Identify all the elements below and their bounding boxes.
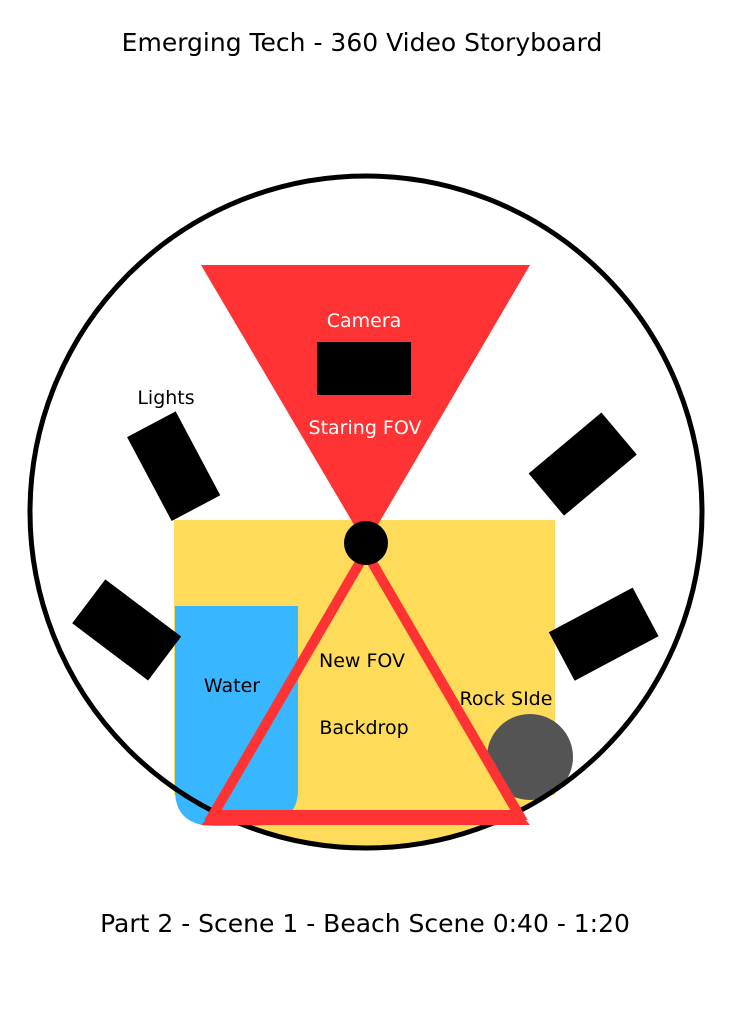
light-icon [72, 579, 182, 681]
camera-icon [317, 342, 411, 395]
light-icon [127, 411, 221, 522]
rock-side-label: Rock SIde [460, 688, 553, 710]
lights-label: Lights [137, 387, 194, 409]
water-label: Water [204, 675, 260, 697]
rock-side [487, 714, 573, 800]
new-fov-label: New FOV [319, 650, 405, 672]
camera-position-dot [344, 521, 388, 565]
light-icon [528, 412, 637, 516]
staring-fov-triangle [201, 265, 530, 545]
backdrop-label: Backdrop [319, 717, 408, 739]
lights [72, 411, 659, 681]
water-area [175, 606, 298, 826]
staring-fov-label: Staring FOV [309, 417, 422, 439]
camera-label: Camera [327, 310, 402, 332]
title: Emerging Tech - 360 Video Storyboard [122, 28, 603, 57]
scene-360-boundary [27, 173, 705, 851]
light-icon [548, 587, 659, 681]
new-fov-base [201, 810, 530, 825]
footer-caption: Part 2 - Scene 1 - Beach Scene 0:40 - 1:… [100, 909, 630, 938]
